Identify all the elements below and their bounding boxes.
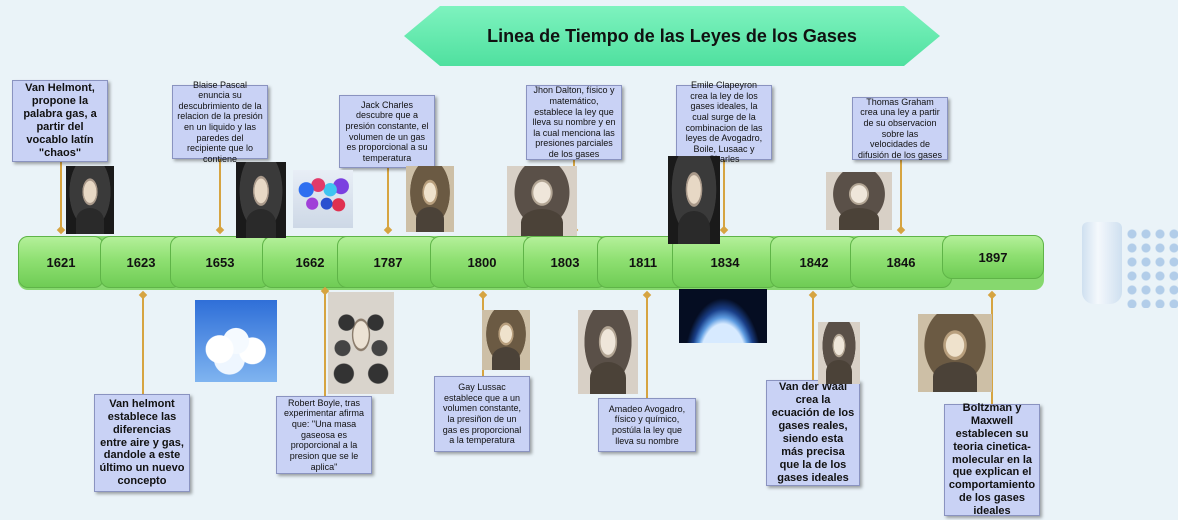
connector-dot-1787	[383, 225, 393, 235]
portrait-thomas-graham-image	[826, 172, 892, 230]
event-text: Gay Lussac establece que a un volumen co…	[442, 382, 522, 446]
event-text: Thomas Graham crea una ley a partir de s…	[857, 96, 943, 160]
event-text: Jhon Dalton, físico y matemático, establ…	[532, 85, 616, 160]
portrait-boltzmann-image	[918, 314, 992, 392]
event-text: Boltzman y Maxwell establecen su teoria …	[948, 401, 1036, 518]
page-title: Linea de Tiempo de las Leyes de los Gase…	[487, 25, 857, 46]
connector-1787	[387, 168, 389, 232]
connector-1834	[723, 160, 725, 232]
connector-dot-1834	[719, 225, 729, 235]
year-label: 1834	[710, 254, 740, 270]
title-banner: Linea de Tiempo de las Leyes de los Gase…	[404, 6, 940, 66]
year-segment-1787: 1787	[337, 236, 439, 288]
connector-dot-1811	[642, 290, 652, 300]
event-note-1800: Gay Lussac establece que a un volumen co…	[434, 376, 530, 452]
event-note-1811: Amadeo Avogadro, físico y químico, postú…	[598, 398, 696, 452]
year-label: 1842	[799, 254, 829, 270]
event-note-1834: Emile Clapeyron crea la ley de los gases…	[676, 80, 772, 164]
event-note-1846: Thomas Graham crea una ley a partir de s…	[852, 97, 948, 160]
connector-dot-1800	[478, 290, 488, 300]
year-label: 1803	[550, 254, 580, 270]
year-segment-1621: 1621	[18, 236, 104, 288]
balloons-image	[293, 170, 353, 228]
connector-1623	[142, 294, 144, 394]
connector-1897	[991, 294, 993, 404]
year-label: 1662	[295, 254, 325, 270]
year-segment-1800: 1800	[430, 236, 534, 288]
connector-dot-1621	[56, 225, 66, 235]
year-segment-1623: 1623	[100, 236, 182, 288]
portrait-gay-lussac-image	[482, 310, 530, 370]
portrait-john-dalton-image	[507, 166, 577, 236]
year-label: 1623	[126, 254, 156, 270]
connector-1811	[646, 294, 648, 398]
year-label: 1787	[373, 254, 403, 270]
portrait-amadeo-avogadro-image	[578, 310, 638, 394]
gas-molecules-icon	[1124, 226, 1178, 308]
event-text: Blaise Pascal enuncia su descubrimiento …	[177, 79, 263, 164]
event-note-1787: Jack Charles descubre que a presión cons…	[339, 95, 435, 168]
year-label: 1621	[46, 254, 76, 270]
year-label: 1811	[628, 254, 658, 270]
connector-1653	[219, 158, 221, 232]
event-note-1653: Blaise Pascal enuncia su descubrimiento …	[172, 80, 268, 164]
connector-1842	[812, 294, 814, 380]
connector-1621	[60, 162, 62, 232]
event-text: Van Helmont, propone la palabra gas, a p…	[23, 82, 97, 159]
portrait-jacques-charles-image	[406, 166, 454, 232]
connector-1846	[900, 160, 902, 232]
event-text: Van helmont establece las diferencias en…	[99, 397, 185, 488]
year-segment-1803: 1803	[523, 236, 607, 288]
connector-dot-1897	[987, 290, 997, 300]
event-note-1662: Robert Boyle, tras experimentar afirma q…	[276, 396, 372, 474]
event-text: Jack Charles descubre que a presión cons…	[345, 99, 429, 163]
year-label: 1800	[467, 254, 497, 270]
connector-1662	[324, 290, 326, 396]
portrait-robert-boyle-image	[328, 292, 394, 394]
year-segment-1653: 1653	[170, 236, 270, 288]
clouds-image	[195, 300, 277, 382]
connector-dot-1846	[896, 225, 906, 235]
portrait-blaise-pascal-image	[236, 162, 286, 238]
gas-jar-icon	[1082, 222, 1122, 304]
portrait-van-helmont-image	[66, 166, 114, 234]
connector-dot-1653	[215, 225, 225, 235]
event-text: Emile Clapeyron crea la ley de los gases…	[685, 80, 763, 165]
event-text: Robert Boyle, tras experimentar afirma q…	[283, 397, 365, 472]
event-note-1897: Boltzman y Maxwell establecen su teoria …	[944, 401, 1040, 518]
portrait-van-der-waals-image	[818, 322, 860, 384]
year-segment-1846: 1846	[850, 236, 952, 288]
event-note-1803: Jhon Dalton, físico y matemático, establ…	[526, 85, 622, 160]
portrait-emile-clapeyron-image	[668, 156, 720, 244]
event-note-1623: Van helmont establece las diferencias en…	[94, 394, 190, 492]
year-segment-1897: 1897	[942, 235, 1044, 279]
year-label: 1846	[886, 254, 916, 270]
year-label: 1897	[978, 249, 1008, 265]
connector-dot-1842	[808, 290, 818, 300]
year-segment-1842: 1842	[770, 236, 858, 288]
year-label: 1653	[205, 254, 235, 270]
event-note-1842: Van der Waal crea la ecuación de los gas…	[766, 380, 860, 486]
event-note-1621: Van Helmont, propone la palabra gas, a p…	[12, 80, 108, 162]
earth-atmosphere-image	[679, 289, 767, 343]
event-text: Amadeo Avogadro, físico y químico, postú…	[608, 403, 686, 446]
event-text: Van der Waal crea la ecuación de los gas…	[771, 381, 855, 484]
connector-dot-1623	[138, 290, 148, 300]
